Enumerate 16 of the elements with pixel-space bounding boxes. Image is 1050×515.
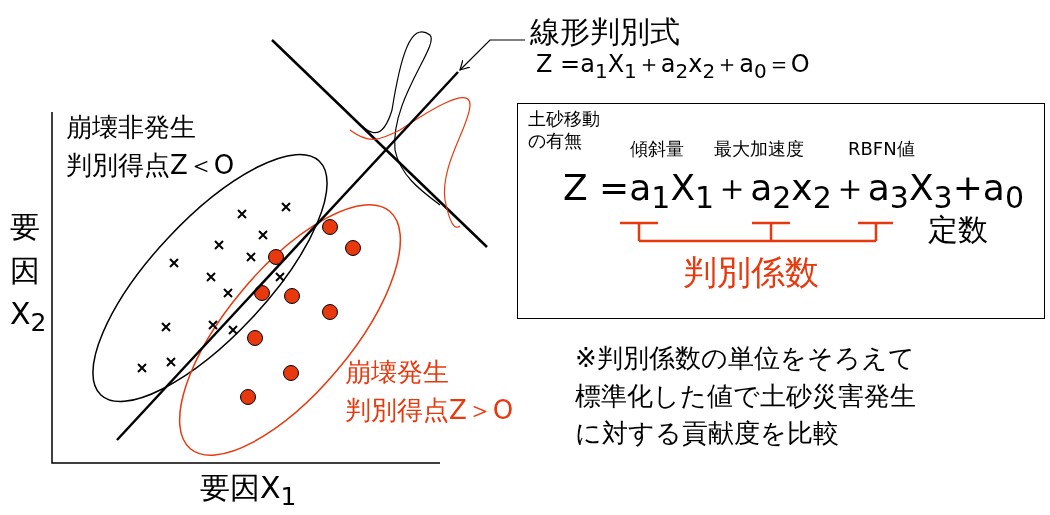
leader-line bbox=[459, 39, 526, 71]
axis-label: 要因X$_{2}$ bbox=[10, 208, 48, 339]
region-label: 判別得点Z＞O bbox=[345, 395, 514, 427]
variable-label: 土砂移動の有無 bbox=[528, 108, 601, 152]
axis-label: 要因X$_{1}$ bbox=[200, 470, 297, 512]
variable-label: 傾斜量 bbox=[630, 138, 684, 160]
variable-label: RBFN値 bbox=[848, 138, 915, 160]
formula-box bbox=[517, 103, 1045, 319]
coefficient-label: 判別係数 bbox=[683, 252, 819, 293]
region-label: 判別得点Z＜O bbox=[66, 150, 235, 182]
heading: 線形判別式 bbox=[530, 14, 680, 50]
variable-label: 最大加速度 bbox=[714, 138, 804, 160]
note-text: ※判別係数の単位をそろえて標準化した値で土砂災害発生に対する貢献度を比較 bbox=[575, 342, 917, 451]
region-label: 崩壊発生 bbox=[345, 357, 449, 389]
region-label: 崩壊非発生 bbox=[66, 112, 196, 144]
equation: Z =a$_{1}$X$_{1}$＋a$_{2}$x$_{2}$＋a$_{0}$＝O bbox=[536, 50, 810, 83]
